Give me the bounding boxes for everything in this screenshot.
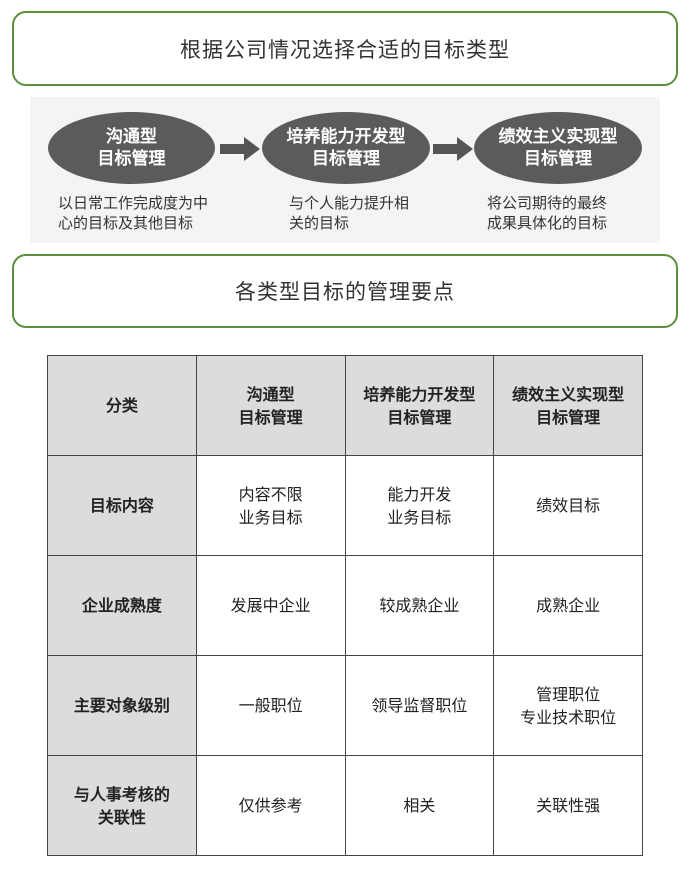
table-cell: 领导监督职位 (344, 655, 495, 756)
row-header-cell: 与人事考核的 关联性 (47, 755, 197, 856)
flow-node-description: 与个人能力提升相 关的目标 (289, 193, 439, 233)
cell-line: 业务目标 (387, 507, 452, 527)
bottom-banner-title: 各类型目标的管理要点 (235, 280, 455, 304)
header-line: 目标管理 (238, 407, 303, 427)
cell-line: 成熟企业 (536, 596, 601, 615)
table-cell: 绩效目标 (493, 455, 643, 556)
flow-node-title-line: 绩效主义实现型 (498, 127, 618, 147)
table-cell: 较成熟企业 (344, 555, 495, 656)
description-line: 将公司期待的最终 (487, 194, 608, 212)
flow-node-title-line: 沟通型 (106, 127, 157, 147)
cell-line: 较成熟企业 (379, 596, 460, 615)
right-arrow-icon (220, 137, 260, 161)
table-cell: 管理职位 专业技术职位 (493, 655, 643, 756)
description-line: 心的目标及其他目标 (58, 214, 194, 232)
flow-node-description: 将公司期待的最终 成果具体化的目标 (487, 193, 637, 233)
header-line: 沟通型 (246, 384, 295, 404)
header-line: 目标管理 (536, 407, 601, 427)
table-header-row: 分类 沟通型 目标管理 培养能力开发型 目标管理 绩效主义实现型 目标管理 (47, 355, 643, 456)
header-line: 培养能力开发型 (363, 384, 476, 404)
cell-line: 相关 (403, 796, 436, 815)
cell-line: 绩效目标 (536, 496, 601, 515)
table-row: 企业成熟度 发展中企业 较成熟企业 成熟企业 (47, 555, 643, 656)
cell-line: 仅供参考 (238, 796, 303, 815)
cell-line: 业务目标 (238, 507, 303, 527)
description-line: 与个人能力提升相 (289, 194, 410, 212)
table-cell: 关联性强 (493, 755, 643, 856)
management-points-table: 分类 沟通型 目标管理 培养能力开发型 目标管理 绩效主义实现型 目标管理 目标… (47, 355, 643, 856)
cell-line: 内容不限 (238, 484, 303, 504)
row-header-cell: 企业成熟度 (47, 555, 197, 656)
table-cell: 相关 (344, 755, 495, 856)
right-arrow-icon (433, 137, 473, 161)
table-row: 与人事考核的 关联性 仅供参考 相关 关联性强 (47, 755, 643, 856)
header-line: 绩效主义实现型 (512, 384, 625, 404)
row-header-cell: 目标内容 (47, 455, 197, 556)
description-line: 成果具体化的目标 (487, 214, 608, 232)
row-header-cell: 主要对象级别 (47, 655, 197, 756)
flow-node-title-line: 目标管理 (312, 149, 380, 169)
table-cell: 仅供参考 (195, 755, 346, 856)
row-header-line: 与人事考核的 (73, 784, 170, 804)
top-banner: 根据公司情况选择合适的目标类型 (12, 11, 678, 86)
header-line: 目标管理 (387, 407, 452, 427)
table-header-cell: 培养能力开发型 目标管理 (344, 355, 495, 456)
row-header-line: 企业成熟度 (81, 596, 162, 615)
flow-node-communication: 沟通型 目标管理 (48, 112, 215, 184)
header-line: 分类 (105, 396, 138, 415)
cell-line: 关联性强 (536, 796, 601, 815)
table-cell: 成熟企业 (493, 555, 643, 656)
description-line: 关的目标 (289, 214, 350, 232)
cell-line: 领导监督职位 (371, 696, 468, 715)
flow-node-title-line: 目标管理 (97, 149, 166, 169)
table-header-cell: 绩效主义实现型 目标管理 (493, 355, 643, 456)
cell-line: 发展中企业 (230, 596, 311, 615)
description-line: 以日常工作完成度为中 (58, 194, 209, 212)
table-row: 主要对象级别 一般职位 领导监督职位 管理职位 专业技术职位 (47, 655, 643, 756)
row-header-line: 主要对象级别 (73, 696, 170, 715)
top-banner-title: 根据公司情况选择合适的目标类型 (180, 37, 510, 62)
bottom-banner: 各类型目标的管理要点 (12, 254, 678, 328)
cell-line: 管理职位 (536, 684, 601, 704)
flow-node-description: 以日常工作完成度为中 心的目标及其他目标 (58, 193, 233, 233)
row-header-line: 关联性 (97, 807, 146, 827)
cell-line: 能力开发 (387, 484, 452, 504)
flow-node-performance: 绩效主义实现型 目标管理 (474, 112, 642, 184)
flow-node-title-line: 培养能力开发型 (286, 127, 406, 147)
cell-line: 专业技术职位 (520, 707, 617, 727)
table-cell: 一般职位 (195, 655, 346, 756)
table-cell: 发展中企业 (195, 555, 346, 656)
table-cell: 能力开发 业务目标 (344, 455, 495, 556)
table-header-cell: 沟通型 目标管理 (195, 355, 346, 456)
flow-node-title-line: 目标管理 (524, 149, 592, 169)
row-header-line: 目标内容 (89, 496, 154, 515)
table-cell: 内容不限 业务目标 (195, 455, 346, 556)
cell-line: 一般职位 (238, 696, 303, 715)
table-header-cell: 分类 (47, 355, 197, 456)
flow-node-ability-development: 培养能力开发型 目标管理 (262, 112, 430, 184)
table-row: 目标内容 内容不限 业务目标 能力开发 业务目标 绩效目标 (47, 455, 643, 556)
